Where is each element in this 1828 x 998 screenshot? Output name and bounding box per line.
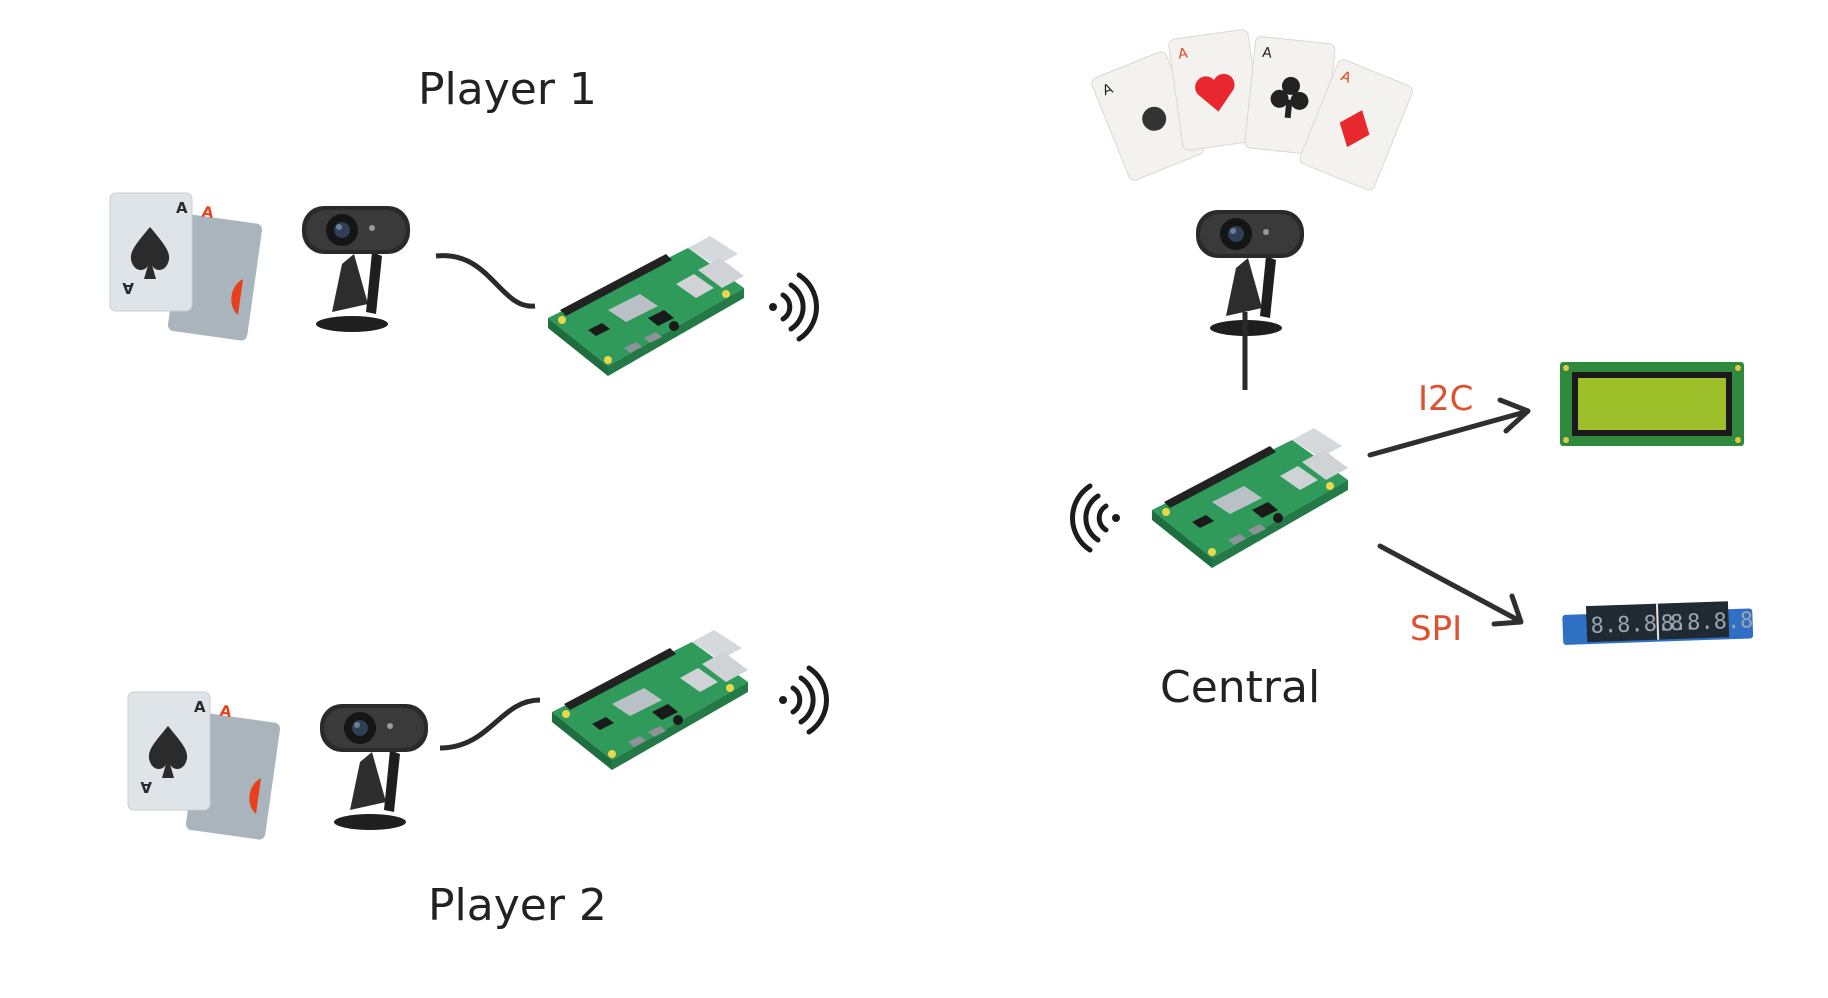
label-spi: SPI	[1410, 609, 1462, 649]
card-hand-icon	[109, 192, 264, 342]
lcd-display-icon	[1560, 362, 1744, 446]
wifi-signal-icon	[1072, 486, 1120, 550]
playing-cards-fan-icon: A A A A	[1091, 29, 1413, 191]
label-i2c: I2C	[1418, 379, 1473, 419]
svg-text:A: A	[1261, 45, 1273, 62]
raspberry-pi-icon	[1152, 428, 1348, 568]
webcam-icon	[302, 206, 410, 332]
arrow-i2c	[1367, 397, 1531, 458]
card-hand-icon	[127, 691, 282, 841]
wire-player1	[435, 253, 536, 309]
label-central: Central	[1160, 662, 1320, 713]
svg-text:A: A	[1177, 45, 1189, 62]
webcam-icon	[320, 704, 428, 830]
label-player2: Player 2	[428, 880, 607, 931]
seven-segment-display-icon: 8.8.8.8. 8.8.8.8	[1562, 601, 1754, 645]
svg-text:8.8.8.8: 8.8.8.8	[1660, 608, 1754, 636]
wifi-signal-icon	[769, 275, 817, 339]
svg-text:8.8.8.8.: 8.8.8.8.	[1590, 610, 1697, 639]
label-player1: Player 1	[418, 64, 597, 115]
webcam-icon	[1196, 210, 1304, 336]
arrow-spi	[1377, 543, 1524, 627]
raspberry-pi-icon	[552, 630, 748, 770]
wifi-signal-icon	[779, 668, 827, 732]
wire-player2	[439, 697, 541, 751]
raspberry-pi-icon	[548, 236, 744, 376]
